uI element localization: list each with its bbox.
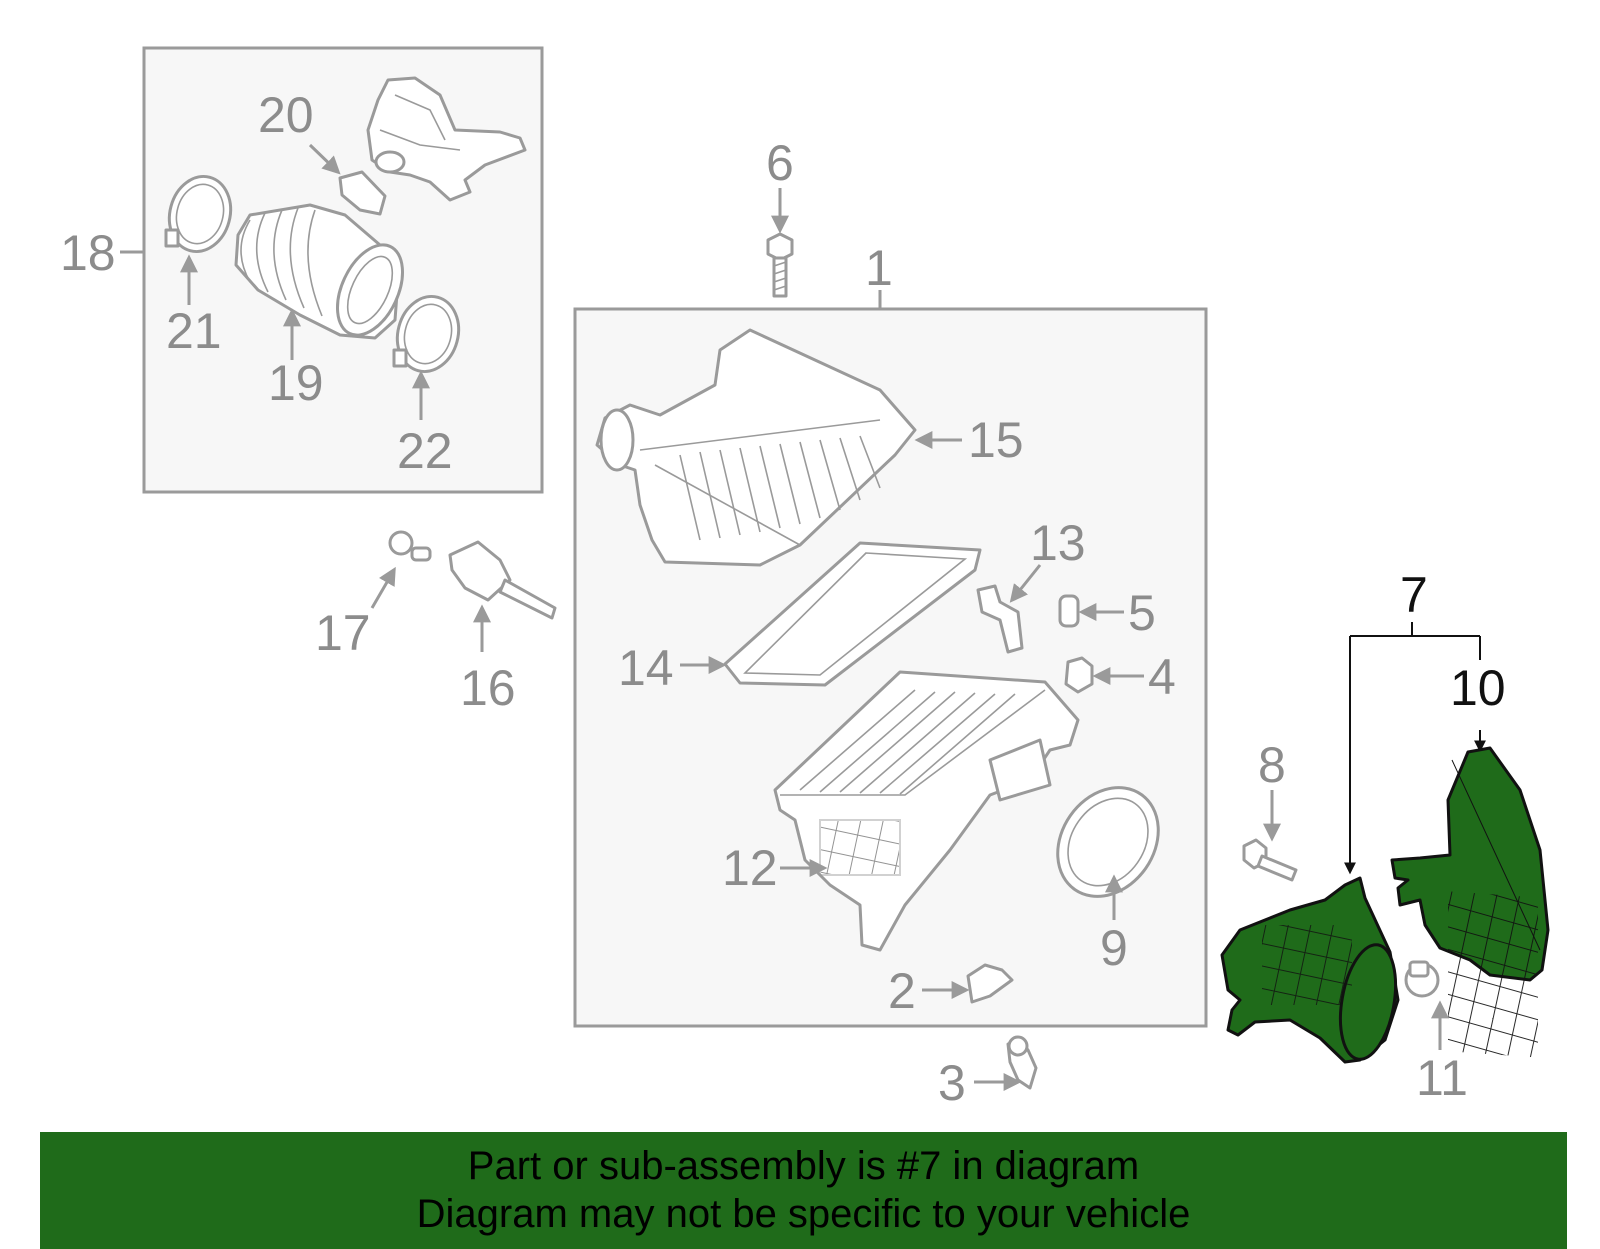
part-15-upper-cover: [595, 328, 917, 567]
callout-11: 11: [1416, 1050, 1468, 1106]
part-12-lower-case: [773, 670, 1080, 952]
banner-line-2: Diagram may not be specific to your vehi…: [416, 1192, 1191, 1236]
part-11-clip: [1404, 960, 1440, 998]
part-10-highlighted-panel: [1390, 746, 1550, 1058]
callout-14: 14: [618, 640, 674, 696]
callout-16: 16: [460, 660, 516, 716]
part-20-housing: [366, 76, 527, 202]
part-4-nut: [1064, 656, 1094, 694]
part-16-sensor: [448, 540, 557, 620]
callout-21: 21: [166, 303, 222, 359]
part-19-intake-hose: [234, 203, 404, 340]
callout-9: 9: [1100, 920, 1128, 976]
part-17-bolt: [388, 530, 432, 562]
callout-17: 17: [315, 605, 371, 661]
callout-10: 10: [1450, 660, 1506, 716]
info-banner: Part or sub-assembly is #7 in diagram Di…: [40, 1132, 1567, 1249]
callout-1: 1: [865, 240, 893, 296]
part-22-clamp: [392, 294, 461, 374]
part-7-highlighted-duct: [1220, 876, 1400, 1064]
part-13-bracket: [976, 584, 1024, 654]
callout-22: 22: [397, 423, 453, 479]
callout-4: 4: [1148, 649, 1176, 705]
callout-20: 20: [258, 87, 314, 143]
callout-12: 12: [722, 840, 778, 896]
banner-line-1: Part or sub-assembly is #7 in diagram: [467, 1144, 1140, 1188]
part-2-clip: [966, 963, 1014, 1004]
callout-8: 8: [1258, 737, 1286, 793]
part-20-gasket: [338, 170, 387, 216]
part-9-seal: [1056, 786, 1160, 898]
callout-15: 15: [968, 412, 1024, 468]
callout-7-bracket: [1349, 622, 1481, 872]
callout-3: 3: [938, 1055, 966, 1111]
callout-6: 6: [766, 135, 794, 191]
part-6-bolt: [766, 232, 794, 298]
callout-7: 7: [1400, 567, 1428, 623]
callout-18: 18: [60, 225, 116, 281]
callout-19: 19: [268, 355, 324, 411]
part-3-bolt: [1006, 1035, 1038, 1090]
callout-5: 5: [1128, 585, 1156, 641]
part-21-clamp: [164, 174, 233, 254]
part-5-grommet: [1058, 594, 1080, 628]
callout-13: 13: [1030, 515, 1086, 571]
callout-2: 2: [888, 963, 916, 1019]
part-8-bolt: [1242, 838, 1298, 882]
